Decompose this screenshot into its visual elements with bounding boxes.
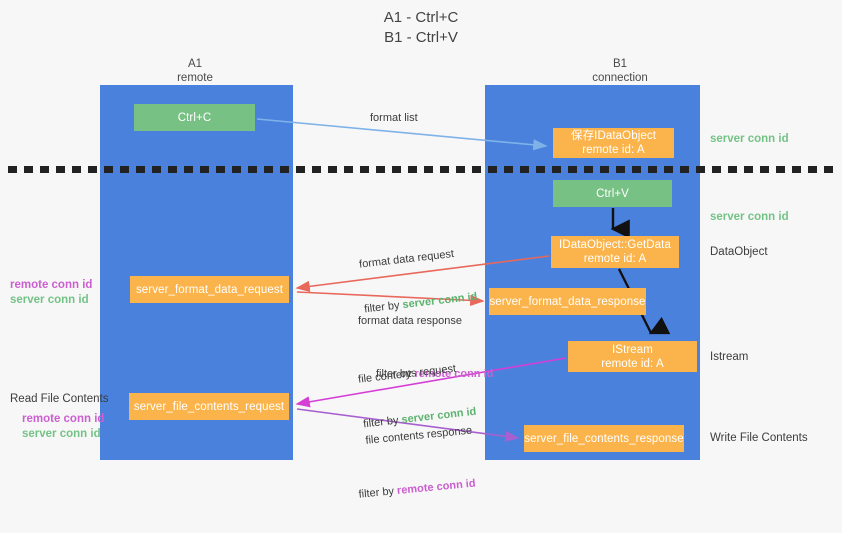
edge-label-file-contents-response-line1: file contents response	[364, 424, 473, 447]
annotation-write-file-contents: Write File Contents	[710, 432, 808, 444]
edge-label-format-data-response-filter: filter by remote conn id	[376, 367, 493, 382]
column-header-a1: A1 remote	[177, 58, 213, 84]
annotation-dataobject: DataObject	[710, 246, 768, 258]
node-ctrl-v[interactable]: Ctrl+V	[553, 180, 672, 207]
node-ctrl-v-label: Ctrl+V	[596, 187, 629, 200]
edge-label-format-data-response: format data response filter by remote co…	[358, 284, 493, 412]
node-ctrl-c-label: Ctrl+C	[177, 111, 212, 124]
phase-separator-dashed-line	[8, 166, 834, 173]
page-title: A1 - Ctrl+C B1 - Ctrl+V	[383, 9, 459, 46]
edge-label-file-contents-request-line1: file contents request	[357, 362, 457, 386]
column-header-b1: B1 connection	[592, 58, 648, 84]
node-istream-sublabel: remote id: A	[601, 357, 664, 370]
node-idataobject-getdata[interactable]: IDataObject::GetData remote id: A	[551, 236, 679, 268]
node-server-format-data-response[interactable]: server_format_data_response	[489, 288, 646, 315]
annotation-left-conn-ids-lower: Read File Contents remote conn id server…	[10, 392, 108, 442]
conn-id-token-remote: remote conn id	[414, 368, 494, 380]
annotation-istream: Istream	[710, 351, 749, 363]
edge-label-file-contents-response-filter: filter by remote conn id	[358, 476, 478, 502]
annotation-server-conn-id-top: server conn id	[710, 133, 789, 145]
filter-prefix: filter by	[358, 485, 398, 501]
annotation-read-file-contents: Read File Contents	[10, 393, 109, 405]
node-save-idataobject-sublabel: remote id: A	[582, 144, 645, 156]
node-save-idataobject-label: 保存IDataObject	[570, 130, 657, 142]
diagram-canvas: A1 - Ctrl+C B1 - Ctrl+V A1 remote B1 con…	[8, 9, 834, 501]
node-server-file-contents-request-label: server_file_contents_request	[133, 400, 285, 413]
annotation-left-conn-ids-upper: remote conn id server conn id	[10, 278, 92, 308]
node-istream-label: IStream	[612, 343, 653, 356]
node-ctrl-c[interactable]: Ctrl+C	[134, 104, 255, 131]
node-idataobject-getdata-label: IDataObject::GetData	[559, 239, 671, 251]
node-server-file-contents-response-label: server_file_contents_response	[524, 432, 684, 445]
node-istream[interactable]: IStream remote id: A	[568, 341, 697, 372]
node-save-idataobject[interactable]: 保存IDataObject remote id: A	[553, 128, 674, 158]
edge-label-format-data-response-line1: format data response	[358, 315, 462, 327]
node-server-format-data-request-label: server_format_data_request	[135, 283, 284, 296]
node-server-file-contents-request[interactable]: server_file_contents_request	[129, 393, 289, 420]
node-idataobject-getdata-sublabel: remote id: A	[583, 253, 647, 265]
annotation-server-conn-id-mid: server conn id	[710, 211, 789, 223]
node-server-file-contents-response[interactable]: server_file_contents_response	[524, 425, 684, 452]
annotation-server-conn-id-2: server conn id	[22, 428, 101, 440]
annotation-remote-conn-id-2: remote conn id	[22, 413, 105, 425]
edge-label-format-data-request-line1: format data request	[358, 248, 455, 271]
conn-id-token-remote: remote conn id	[396, 477, 477, 498]
edge-label-file-contents-response: file contents response filter by remote …	[358, 394, 481, 532]
node-server-format-data-request[interactable]: server_format_data_request	[130, 276, 289, 303]
annotation-server-conn-id-1: server conn id	[10, 294, 89, 306]
node-server-format-data-response-label: server_format_data_response	[489, 295, 646, 308]
annotation-remote-conn-id-1: remote conn id	[10, 279, 93, 291]
edge-label-format-list: format list	[370, 112, 418, 124]
filter-prefix: filter by	[376, 368, 415, 380]
